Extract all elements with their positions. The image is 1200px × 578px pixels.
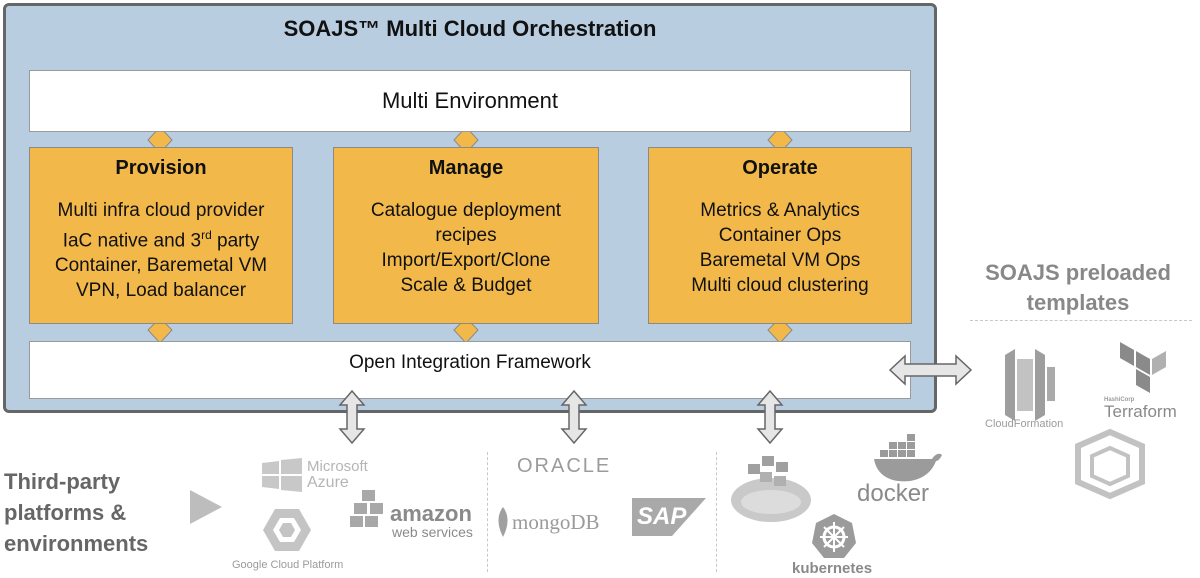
operate-title: Operate (742, 157, 818, 179)
microsoft-azure-label: Microsoft Azure (307, 458, 368, 491)
google-cloud-label: Google Cloud Platform (232, 559, 344, 571)
manage-line: Scale & Budget (400, 275, 532, 296)
mongodb-label: mongoDB (512, 510, 600, 534)
diagram-title: SOAJS™ Multi Cloud Orchestration (283, 16, 657, 41)
google-cloud-icon (263, 509, 311, 551)
oracle-label: ORACLE (517, 455, 612, 477)
package-box-icon (1075, 428, 1145, 500)
provision-card: Provision Multi infra cloud provider IaC… (29, 147, 293, 324)
play-arrow-icon (190, 490, 222, 524)
manage-line: Import/Export/Clone (381, 250, 551, 271)
double-arrow-icon (757, 390, 783, 444)
docker-swarm-icon (731, 456, 811, 522)
double-arrow-icon (888, 354, 973, 386)
manage-line: recipes (435, 225, 497, 246)
band-connectors (147, 126, 793, 344)
windows-logo-icon (262, 458, 302, 492)
open-integration-band: Open Integration Framework (29, 341, 911, 399)
operate-line: Metrics & Analytics (700, 200, 860, 221)
provision-line: Multi infra cloud provider (57, 200, 265, 221)
mongodb-leaf-icon (498, 507, 508, 537)
docker-whale-icon (874, 434, 942, 482)
kubernetes-helm-icon (812, 514, 856, 558)
cloudformation-icon (1005, 349, 1055, 421)
operate-card: Operate Metrics & Analytics Container Op… (648, 147, 912, 324)
double-arrow-icon (561, 390, 587, 444)
provision-line: Container, Baremetal VM (54, 255, 268, 277)
sap-logo-icon (632, 498, 706, 536)
amazon-label: amazon (390, 501, 472, 526)
preloaded-divider (970, 320, 1192, 321)
cloudformation-label: CloudFormation (985, 418, 1064, 430)
third-party-label: Third-party platforms & environments (4, 469, 149, 556)
manage-title: Manage (428, 157, 504, 179)
multi-environment-band: Multi Environment (29, 70, 911, 132)
terraform-icon (1120, 342, 1166, 393)
provision-title: Provision (115, 157, 207, 179)
aws-label: web services (392, 524, 473, 540)
manage-line: Catalogue deployment (370, 200, 562, 221)
hashicorp-label: HashiCorp (1104, 397, 1135, 403)
operate-line: Multi cloud clustering (691, 275, 869, 296)
manage-card: Manage Catalogue deployment recipes Impo… (333, 147, 599, 324)
logo-separator (487, 452, 488, 572)
operate-line: Baremetal VM Ops (699, 250, 861, 271)
sap-label: SAP (637, 503, 687, 530)
double-arrow-icon (339, 390, 365, 444)
provision-line: VPN, Load balancer (75, 280, 247, 302)
provision-line-iac: IaC native and 3rd party (62, 228, 260, 252)
preloaded-templates-title: SOAJS preloaded templates (985, 260, 1171, 315)
kubernetes-label: kubernetes (792, 560, 873, 577)
logo-separator (716, 452, 717, 572)
docker-label: docker (857, 480, 930, 507)
terraform-label: Terraform (1104, 402, 1177, 421)
operate-line: Container Ops (718, 225, 842, 246)
aws-cubes-icon (350, 490, 383, 527)
